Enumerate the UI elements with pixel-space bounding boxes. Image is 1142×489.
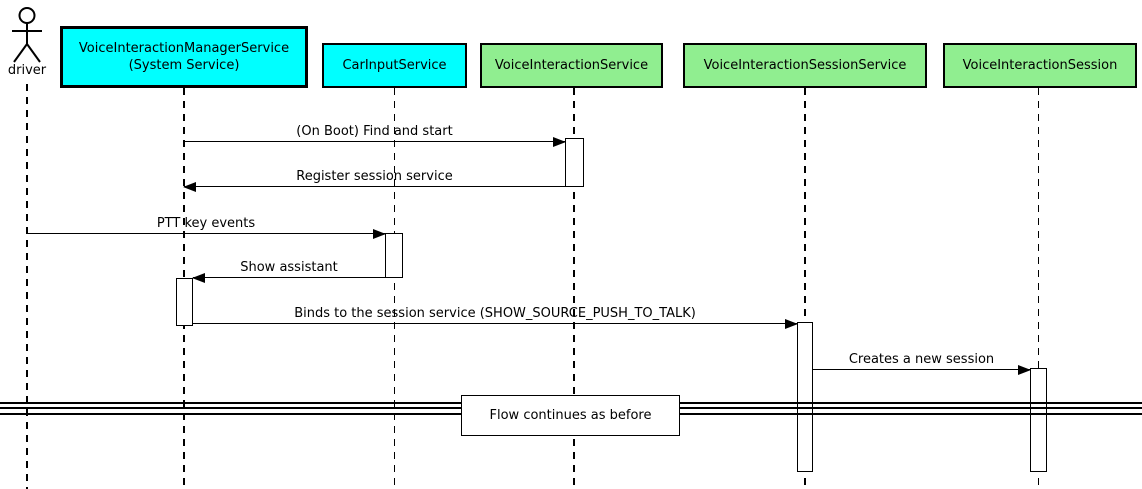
participant-label: CarInputService	[342, 58, 447, 73]
message-line	[813, 369, 1030, 371]
message-line	[184, 141, 565, 143]
message-label: (On Boot) Find and start	[296, 124, 453, 139]
arrowhead-right-icon	[1018, 364, 1031, 375]
message-label: Show assistant	[240, 260, 338, 275]
lifeline-carinputservice	[393, 88, 395, 489]
message-line	[193, 277, 385, 279]
actor-icon	[12, 7, 42, 63]
participant-voiceinteractionservice: VoiceInteractionService	[480, 43, 663, 88]
participant-carinputservice: CarInputService	[322, 43, 467, 88]
message-label: PTT key events	[156, 216, 256, 231]
actor-driver: driver	[5, 6, 49, 78]
divider-label-box: Flow continues as before	[461, 395, 680, 436]
arrowhead-left-icon	[192, 272, 205, 283]
arrowhead-right-icon	[785, 318, 798, 329]
arrowhead-left-icon	[183, 181, 196, 192]
message-line	[27, 233, 385, 235]
actor-label: driver	[7, 63, 47, 78]
lifeline-voiceinteractionservice	[573, 88, 575, 489]
participant-label: VoiceInteractionSessionService	[703, 58, 907, 73]
activation-voiceinteractionservice	[565, 138, 584, 187]
message-line	[193, 323, 797, 325]
participant-label: VoiceInteractionSession	[962, 58, 1118, 73]
participant-sublabel: (System Service)	[128, 58, 240, 73]
lifeline-voiceinteractionsession	[1037, 88, 1039, 489]
divider-label: Flow continues as before	[489, 408, 652, 423]
arrowhead-right-icon	[553, 136, 566, 147]
activation-voiceinteractionsession	[1030, 368, 1047, 472]
message-label: Binds to the session service (SHOW_SOURC…	[294, 306, 696, 321]
participant-voiceinteractionsessionservice: VoiceInteractionSessionService	[683, 43, 927, 88]
message-line	[184, 186, 565, 188]
activation-carinputservice	[385, 233, 403, 278]
arrowhead-right-icon	[373, 228, 386, 239]
participant-voiceinteractionsession: VoiceInteractionSession	[943, 43, 1137, 88]
message-label: Creates a new session	[848, 352, 995, 367]
participant-label: VoiceInteractionManagerService	[78, 41, 290, 56]
message-label: Register session service	[296, 169, 453, 184]
activation-voiceinteractionsessionservice	[797, 322, 813, 472]
lifeline-voiceinteractionsessionservice	[804, 88, 806, 489]
participant-label: VoiceInteractionService	[494, 58, 649, 73]
lifeline-driver	[26, 84, 28, 489]
activation-voiceinteractionmanagerservice	[176, 278, 193, 326]
participant-voiceinteractionmanagerservice: VoiceInteractionManagerService (System S…	[60, 26, 308, 88]
